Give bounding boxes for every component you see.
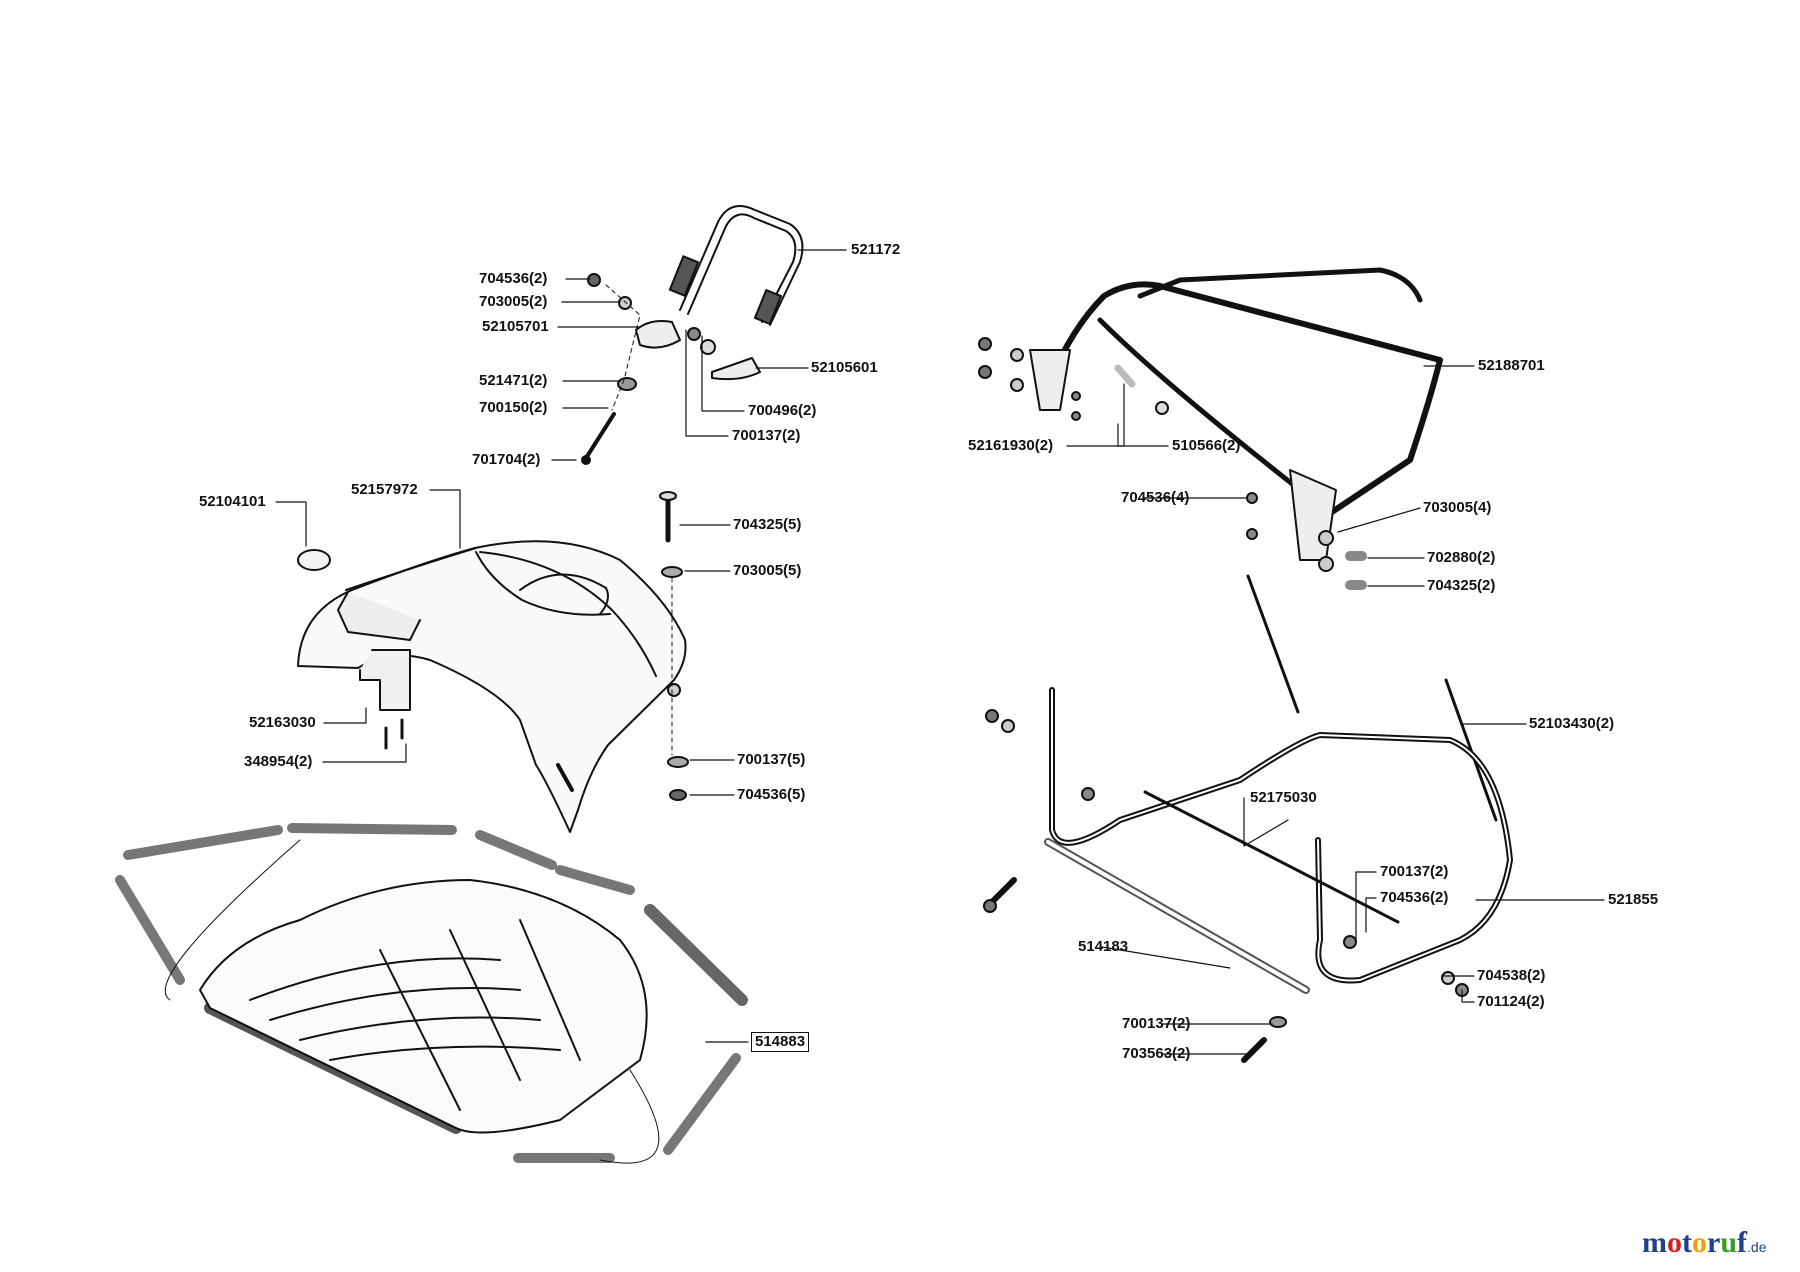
brand-letter: f (1737, 1226, 1748, 1259)
brand-letter: u (1720, 1226, 1738, 1259)
part-label: 703005(2) (479, 293, 548, 310)
part-label: 52157972 (351, 481, 418, 498)
leader-lines (275, 249, 1605, 1055)
part-label: 703005(5) (733, 562, 802, 579)
brand-letter: o (1667, 1226, 1682, 1259)
part-label: 521855 (1608, 891, 1659, 908)
upper-handle-drawing (978, 267, 1443, 590)
part-label: 52163030 (249, 714, 316, 731)
part-label: 52104101 (199, 493, 266, 510)
part-label: 514183 (1078, 938, 1129, 955)
cover-drawing (297, 491, 689, 833)
part-label: 52161930(2) (968, 437, 1054, 454)
part-label: 704325(5) (733, 516, 802, 533)
part-label: 704536(4) (1121, 489, 1190, 506)
part-label: 700137(5) (737, 751, 806, 768)
part-label: 703005(4) (1423, 499, 1492, 516)
brand-logo: motoruf.de (1642, 1226, 1766, 1260)
part-label: 521471(2) (479, 372, 548, 389)
part-label: 52105601 (811, 359, 878, 376)
part-label: 704536(2) (1380, 889, 1449, 906)
brand-letter: o (1692, 1226, 1707, 1259)
lower-frame-drawing (983, 574, 1513, 1063)
handle-assembly-drawing (581, 205, 804, 465)
part-label: 700137(2) (732, 427, 801, 444)
part-label: 700137(2) (1380, 863, 1449, 880)
part-label: 702880(2) (1427, 549, 1496, 566)
part-label: 700496(2) (748, 402, 817, 419)
part-label: 704536(5) (737, 786, 806, 803)
part-label: 703563(2) (1122, 1045, 1191, 1062)
brand-letter: r (1707, 1226, 1721, 1259)
part-label: 52175030 (1250, 789, 1317, 806)
brand-letter: m (1642, 1226, 1667, 1259)
grass-bag-drawing (115, 823, 748, 1164)
part-label: 700137(2) (1122, 1015, 1191, 1032)
part-label: 510566(2) (1172, 437, 1241, 454)
part-label: 52105701 (482, 318, 549, 335)
part-label: 514883 (751, 1032, 810, 1052)
part-label: 704325(2) (1427, 577, 1496, 594)
part-label: 704536(2) (479, 270, 548, 287)
part-label: 521172 (851, 241, 901, 258)
part-label: 701124(2) (1477, 993, 1545, 1010)
part-label: 700150(2) (479, 399, 548, 416)
part-label: 52188701 (1478, 357, 1545, 374)
part-label: 704538(2) (1477, 967, 1546, 984)
part-label: 701704(2) (472, 451, 541, 468)
part-label: 348954(2) (244, 753, 313, 770)
brand-tld: .de (1747, 1239, 1767, 1255)
part-label: 52103430(2) (1529, 715, 1615, 732)
brand-letter: t (1682, 1226, 1692, 1259)
